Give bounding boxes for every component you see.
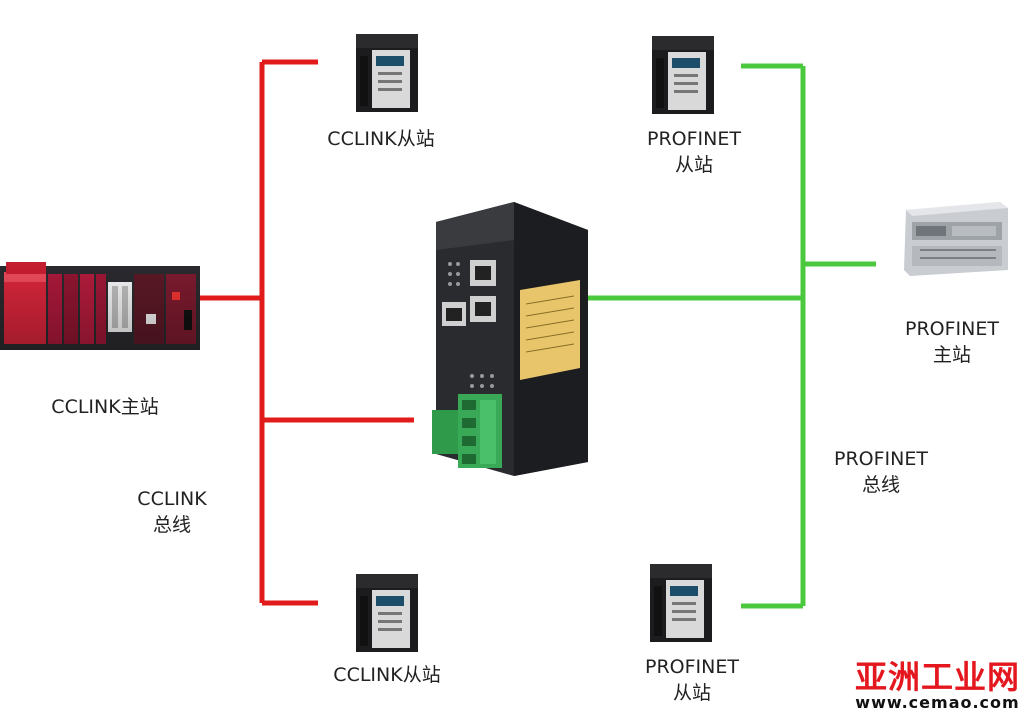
profinet-slave-bottom-label: PROFINET 从站 <box>634 654 750 706</box>
profinet-bus-wires <box>586 63 876 609</box>
cclink-bus-label: CCLINK 总线 <box>124 486 220 538</box>
profinet-slave-bottom-label-line1: PROFINET <box>645 656 739 678</box>
cclink-slave-top-label: CCLINK从站 <box>318 126 444 152</box>
watermark: 亚洲工业网 www.cemao.com <box>850 660 1025 712</box>
profinet-bus-label-line1: PROFINET <box>834 448 928 470</box>
profinet-slave-top-label: PROFINET 从站 <box>636 126 752 178</box>
cclink-master-label: CCLINK主站 <box>38 394 172 420</box>
profinet-master-label-line2: 主站 <box>932 344 971 366</box>
cclink-bus-wires <box>198 59 414 606</box>
profinet-master-plc-image <box>904 202 1008 276</box>
watermark-url: www.cemao.com <box>855 693 1020 712</box>
cclink-bus-label-line1: CCLINK <box>137 488 207 510</box>
cclink-slave-top-label-text: CCLINK从站 <box>327 128 435 150</box>
profinet-slave-bottom-image <box>650 564 712 642</box>
gateway-device-image <box>432 202 588 476</box>
profinet-bus-label: PROFINET 总线 <box>822 446 940 498</box>
profinet-slave-top-label-line2: 从站 <box>674 154 713 176</box>
cclink-master-label-text: CCLINK主站 <box>51 396 159 418</box>
profinet-bus-label-line2: 总线 <box>861 474 900 496</box>
profinet-slave-top-image <box>652 36 714 114</box>
profinet-slave-top-label-line1: PROFINET <box>647 128 741 150</box>
cclink-bus-label-line2: 总线 <box>152 514 191 536</box>
cclink-master-plc-image <box>0 262 200 350</box>
profinet-master-label-line1: PROFINET <box>905 318 999 340</box>
watermark-brand: 亚洲工业网 <box>854 658 1020 696</box>
cclink-slave-top-image <box>356 34 418 112</box>
cclink-slave-bottom-label: CCLINK从站 <box>322 662 452 688</box>
profinet-slave-bottom-label-line2: 从站 <box>672 682 711 704</box>
profinet-master-label: PROFINET 主站 <box>892 316 1012 368</box>
cclink-slave-bottom-label-text: CCLINK从站 <box>333 664 441 686</box>
cclink-slave-bottom-image <box>356 574 418 652</box>
